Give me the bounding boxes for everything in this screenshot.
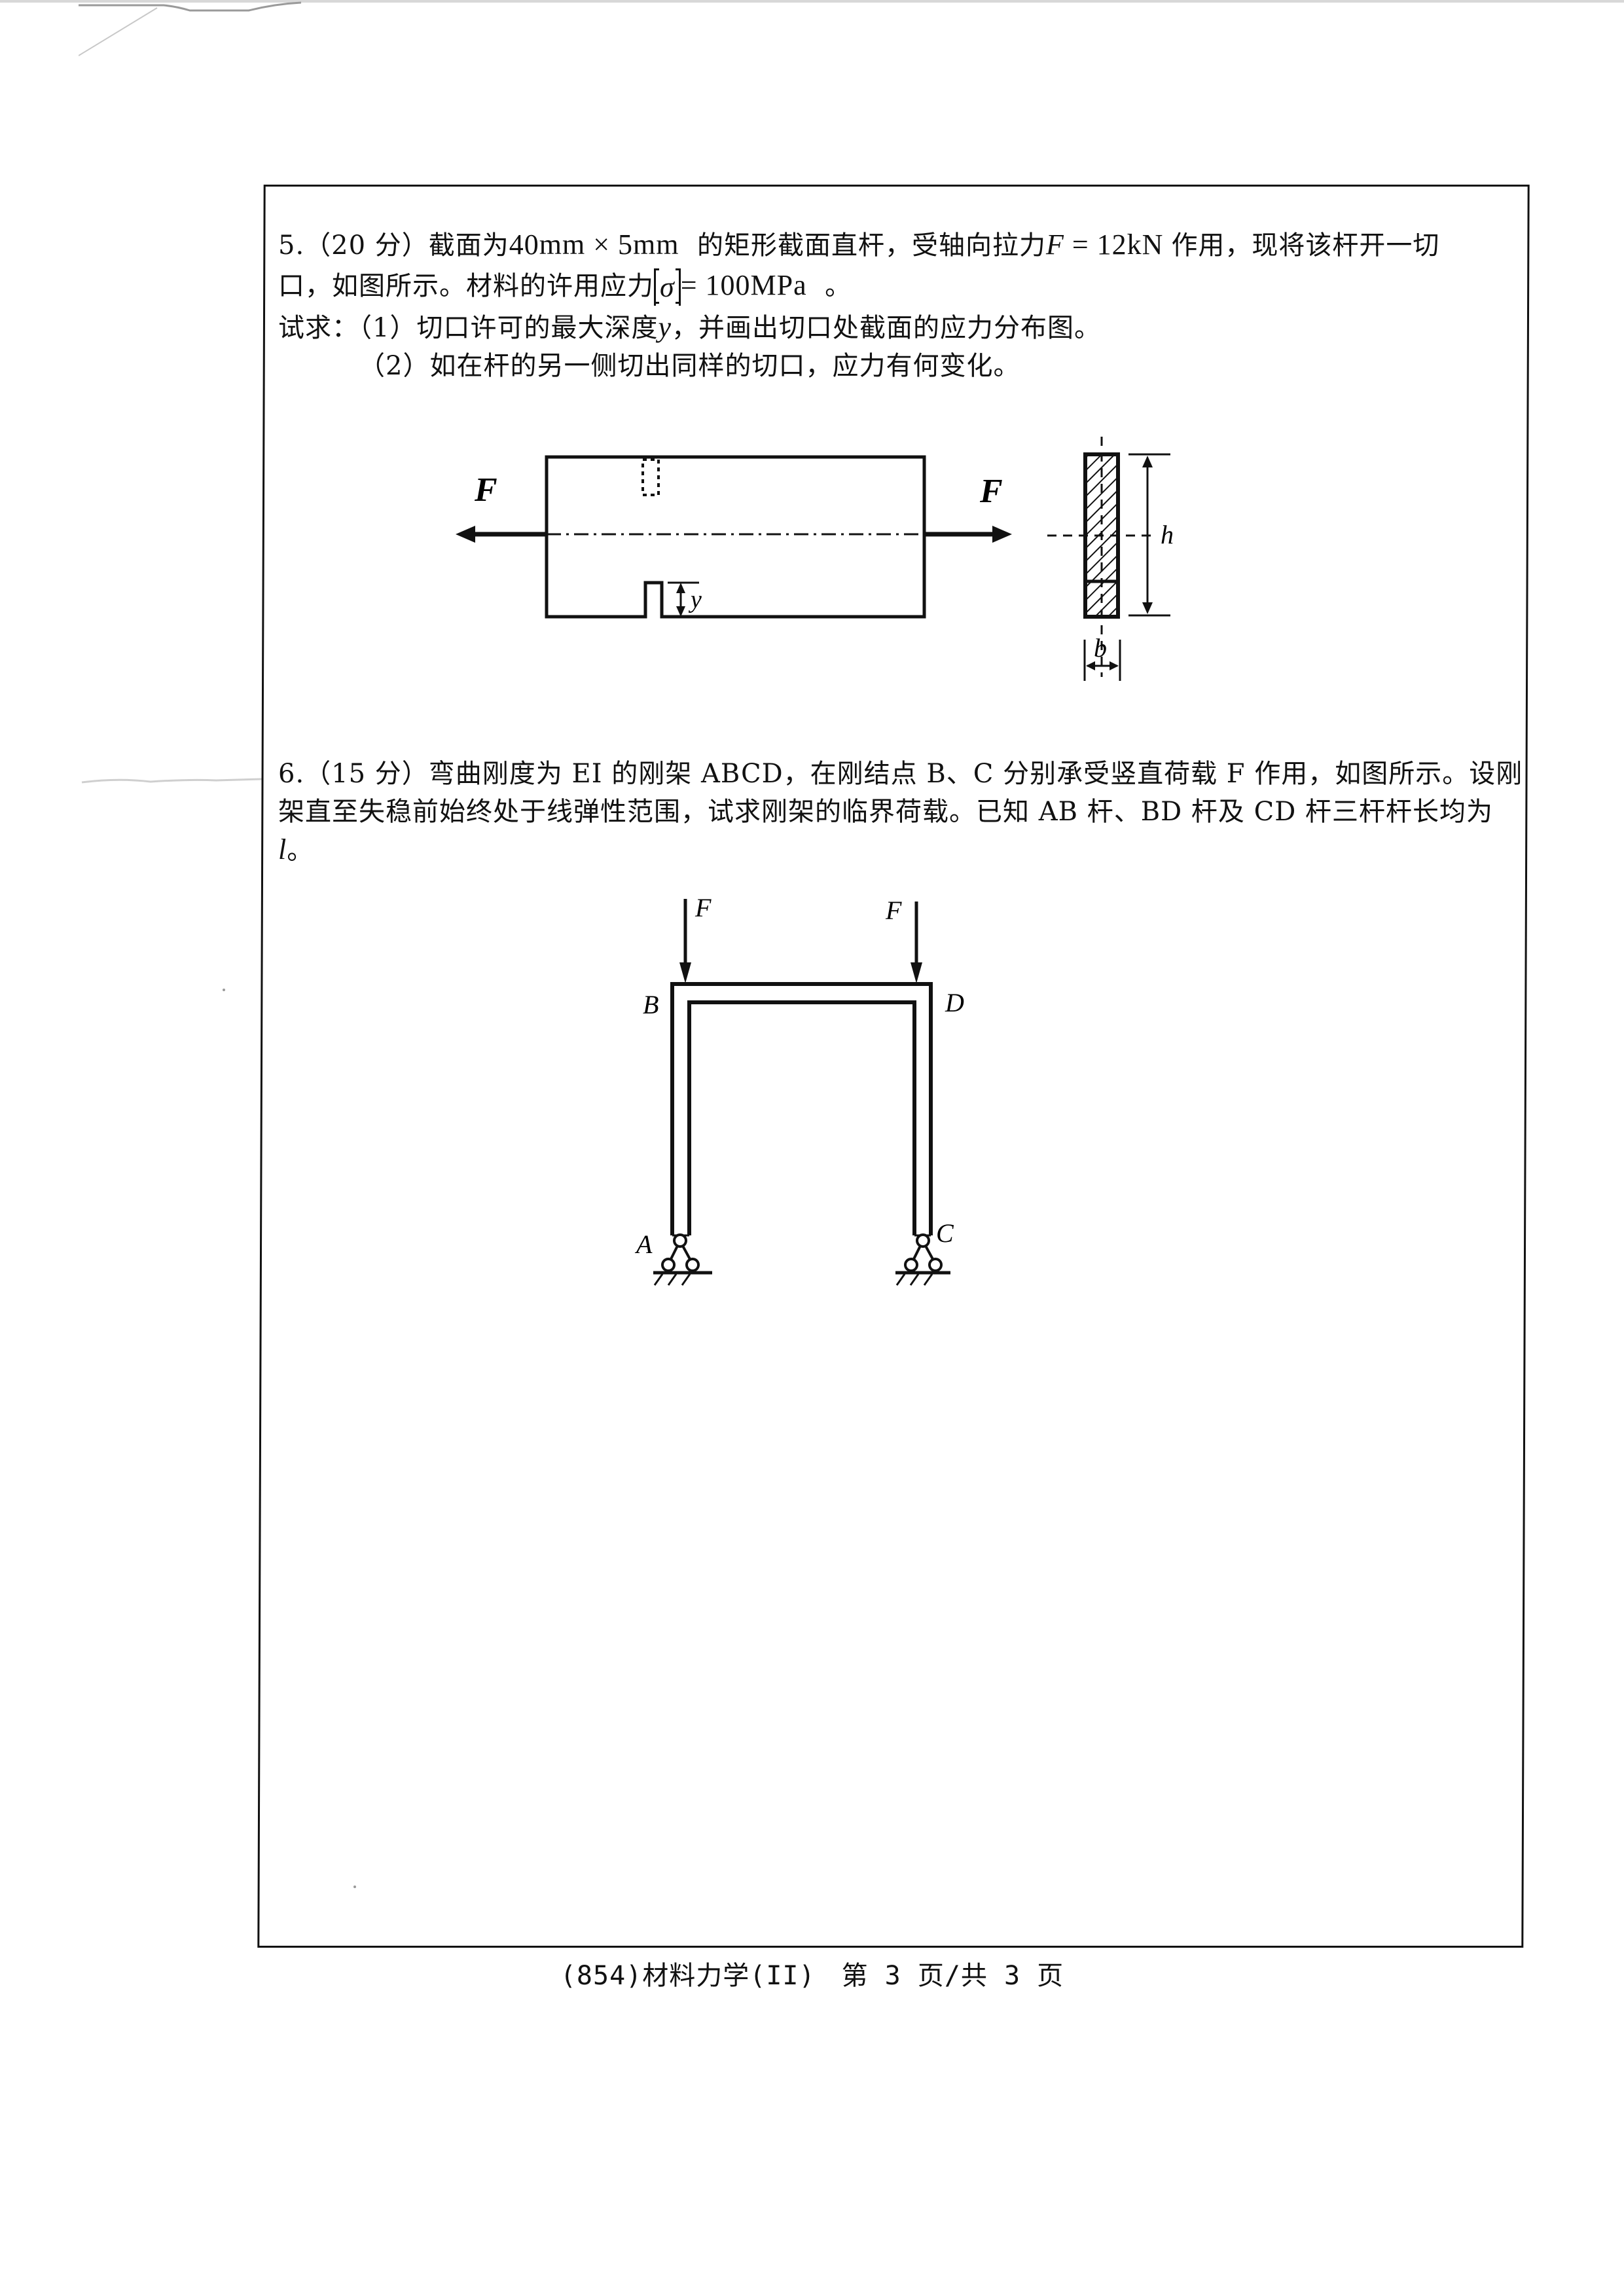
node-label-C: C (936, 1218, 954, 1248)
q5-ask-1-rest: ，并画出切口处截面的应力分布图。 (671, 313, 1101, 343)
q5-text: 的矩形截面直杆，受轴向拉力 (696, 230, 1046, 261)
load-label-left: F (695, 893, 712, 922)
course-code-title: (854)材料力学(II) (560, 1961, 816, 1991)
load-arrow-B (679, 899, 691, 983)
q6-text: 弯曲刚度为 EI 的刚架 ABCD，在刚结点 B、C 分别承受竖直荷载 F 作用… (428, 759, 1523, 789)
q5-text: 作用，现将该杆开一切 (1171, 230, 1440, 261)
right-force-arrow (924, 526, 1012, 543)
q5-force-symbol: F (1045, 228, 1064, 261)
scan-top-edge (0, 0, 1624, 3)
q5-line-1: 5.（20 分）截面为40mm × 5mm 的矩形截面直杆，受轴向拉力F = 1… (278, 228, 1439, 263)
scan-crease-left (81, 778, 262, 784)
q5-depth-symbol: y (658, 311, 672, 343)
load-arrow-D (911, 902, 922, 983)
q5-stress-value: = 100MPa (680, 269, 807, 301)
notch-depth-label: y (688, 586, 702, 613)
left-force-label: F (474, 471, 497, 509)
q6-number: 6. (278, 759, 305, 789)
q6-points: （15 分） (304, 759, 429, 789)
q5-ask-prefix: 试求： (278, 313, 359, 343)
q5-ask-1: （1）切口许可的最大深度 (359, 313, 659, 343)
length-symbol: l (278, 833, 287, 866)
q6-rigid-frame-figure: F F B D A C (634, 893, 964, 1286)
bar-outline (545, 455, 926, 619)
scan-dust (223, 989, 225, 991)
q6-line-2: 架直至失稳前始终处于线弹性范围，试求刚架的临界荷载。已知 AB 杆、BD 杆及 … (278, 795, 1493, 829)
q6-text: 。 (287, 835, 314, 866)
section-width-dimension (1083, 640, 1121, 681)
load-label-right: F (885, 896, 902, 925)
scan-crease-mark (79, 1, 302, 56)
q5-line-3: 试求：（1）切口许可的最大深度y，并画出切口处截面的应力分布图。 (278, 310, 1101, 345)
dotted-notch-top (641, 458, 660, 496)
node-label-D: D (945, 988, 964, 1017)
page-footer: (854)材料力学(II) 第 3 页/共 3 页 (0, 1954, 1624, 1992)
q5-ask-2: （2）如在杆的另一侧切出同样的切口，应力有何变化。 (359, 351, 1020, 381)
q6-text: 架直至失稳前始终处于线弹性范围，试求刚架的临界荷载。已知 AB 杆、BD 杆及 … (278, 797, 1493, 827)
right-force-label: F (979, 473, 1003, 510)
section-width-label: b (1094, 633, 1107, 663)
node-label-B: B (643, 990, 659, 1019)
q6-line-3: l。 (278, 833, 314, 867)
q5-text: 。 (825, 271, 852, 301)
allowable-stress-bracket: σ (654, 268, 681, 306)
section-height-label: h (1161, 520, 1174, 549)
frame-outline (670, 982, 933, 1237)
left-force-arrow (456, 526, 547, 543)
notch-depth-dimension (668, 581, 699, 617)
page-indicator: 第 3 页/共 3 页 (841, 1961, 1064, 1991)
q5-force-value: = 12kN (1064, 228, 1172, 261)
q5-text: 口，如图所示。材料的许用应力 (278, 271, 654, 301)
scan-dust (353, 1886, 356, 1888)
pin-support-A (653, 1233, 712, 1286)
q5-text: 截面为 (428, 230, 509, 261)
q5-notched-bar-figure: F F y h b (456, 437, 1174, 681)
pin-support-C (895, 1233, 950, 1286)
section-height-dimension (1128, 453, 1170, 617)
q5-line-4: （2）如在杆的另一侧切出同样的切口，应力有何变化。 (359, 349, 1020, 383)
node-label-A: A (634, 1230, 653, 1259)
cross-section (1047, 437, 1155, 677)
q5-points: （20 分） (304, 230, 429, 261)
sigma-symbol: σ (660, 271, 675, 303)
q5-dimension: 40mm × 5mm (509, 228, 679, 261)
q5-number: 5. (278, 230, 305, 261)
q6-line-1: 6.（15 分）弯曲刚度为 EI 的刚架 ABCD，在刚结点 B、C 分别承受竖… (278, 757, 1523, 791)
